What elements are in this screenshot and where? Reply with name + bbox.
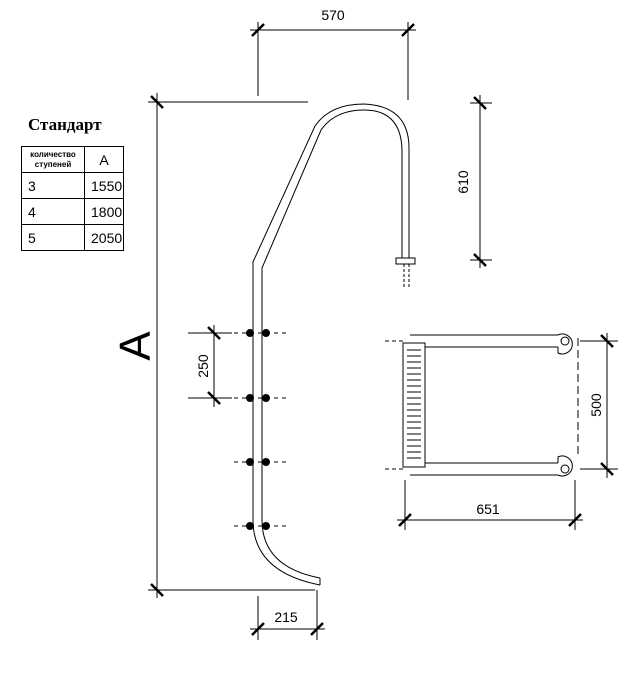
label-hook-drop: 610 — [455, 170, 471, 194]
label-step-pitch: 250 — [195, 354, 211, 378]
dim-line-top-width — [250, 22, 416, 100]
cell-a: 2050 — [84, 224, 124, 251]
label-ladder-width: 651 — [476, 501, 500, 517]
dim-line-overall-height — [148, 93, 315, 598]
dim-line-ladder-width — [397, 480, 583, 530]
label-bottom-offset: 215 — [274, 609, 298, 625]
dim-line-hook-drop — [470, 95, 492, 268]
ladder-top-view — [385, 333, 579, 477]
handrail-side-view — [252, 103, 416, 586]
bolt-marker — [234, 522, 290, 530]
dim-line-bottom-offset — [250, 590, 325, 640]
label-ladder-depth: 500 — [588, 393, 604, 417]
standard-title: Стандарт — [28, 115, 102, 134]
label-overall-height: A — [111, 331, 160, 361]
table-row: 3 1550 — [21, 172, 124, 199]
header-a: A — [84, 146, 124, 173]
step-bolts — [234, 329, 290, 530]
bolt-marker — [234, 458, 290, 466]
dim-line-step-pitch — [188, 325, 232, 407]
cell-a: 1550 — [84, 172, 124, 199]
table-header-row: количество ступеней A — [21, 146, 124, 173]
header-steps: количество ступеней — [21, 146, 85, 173]
standard-sizes-table: количество ступеней A 3 1550 4 1800 5 20… — [21, 146, 124, 251]
bolt-marker — [234, 329, 290, 337]
cell-steps: 3 — [21, 172, 85, 199]
cell-steps: 5 — [21, 224, 85, 251]
table-row: 5 2050 — [21, 224, 124, 251]
cell-a: 1800 — [84, 198, 124, 225]
bolt-marker — [234, 394, 290, 402]
label-top-width: 570 — [321, 7, 345, 23]
tread-ribs — [407, 349, 421, 459]
dim-line-ladder-depth — [580, 333, 618, 478]
